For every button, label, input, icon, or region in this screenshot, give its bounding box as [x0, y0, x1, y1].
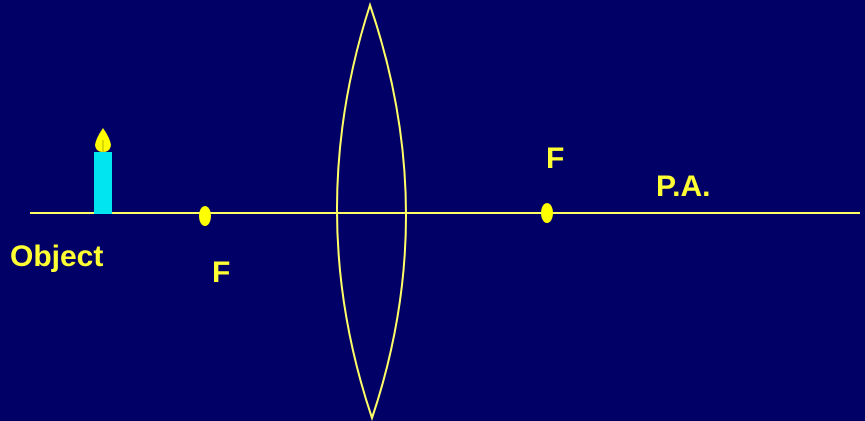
convex-lens [336, 1, 407, 421]
focal-point-right [541, 203, 553, 223]
candle-body [94, 152, 112, 214]
focal-left-label: F [212, 256, 230, 289]
focal-right-label: F [546, 142, 564, 175]
object-label: Object [10, 240, 103, 273]
principal-axis-label: P.A. [656, 170, 710, 203]
focal-point-left [199, 206, 211, 226]
candle-icon [94, 128, 112, 214]
